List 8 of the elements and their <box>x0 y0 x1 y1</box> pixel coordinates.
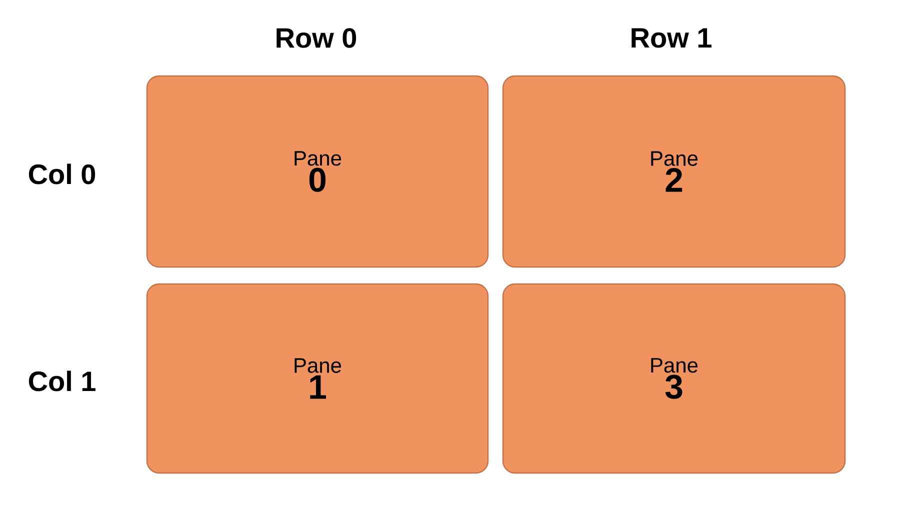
pane-box: Pane 3 <box>502 283 846 474</box>
column-label: Col 0 <box>28 164 96 184</box>
pane-box: Pane 2 <box>502 75 846 268</box>
pane-box: Pane 1 <box>146 283 489 474</box>
column-label: Col 1 <box>28 370 96 392</box>
pane-box: Pane 0 <box>146 75 489 268</box>
row-label: Row 0 <box>276 28 356 48</box>
row-label: Row 1 <box>632 28 712 48</box>
